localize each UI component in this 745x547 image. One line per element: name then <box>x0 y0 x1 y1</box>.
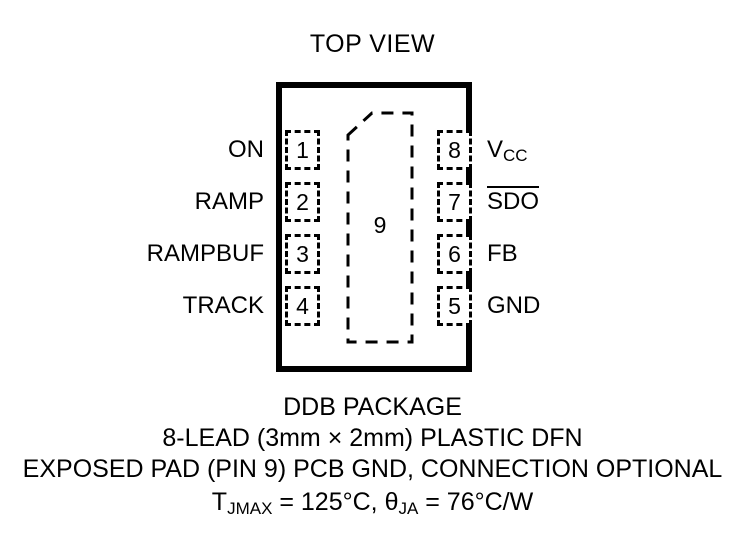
theta-ja-subscript: JA <box>398 499 419 518</box>
tjmax-subscript: JMAX <box>227 499 273 518</box>
caption-lead-count: 8-LEAD (3mm × 2mm) PLASTIC DFN <box>162 424 583 452</box>
pin-pad-8-number: 8 <box>448 137 461 163</box>
pin-pad-7-number: 7 <box>448 189 461 215</box>
pin-pad-5-number: 5 <box>448 293 461 319</box>
pin-pad-4: 4 <box>285 286 320 326</box>
pin-label-fb: FB <box>487 240 518 267</box>
pin-label-ramp: RAMP <box>194 188 264 215</box>
theta-ja-symbol: θ <box>384 488 399 516</box>
pin-label-vcc-base: V <box>487 136 504 163</box>
pin-pad-1: 1 <box>285 130 320 170</box>
pin-pad-2: 2 <box>285 182 320 222</box>
exposed-pad-outline <box>346 111 414 344</box>
pin-pad-7: 7 <box>437 182 472 222</box>
caption-exposed-pad-note: EXPOSED PAD (PIN 9) PCB GND, CONNECTION … <box>22 455 723 483</box>
pin-pad-1-number: 1 <box>296 137 309 163</box>
pin-label-track: TRACK <box>182 292 264 319</box>
page-title: TOP VIEW <box>309 30 436 58</box>
pin-pad-2-number: 2 <box>296 189 309 215</box>
exposed-pad-number: 9 <box>373 212 387 238</box>
pin-pad-8: 8 <box>437 130 472 170</box>
pin-pad-5: 5 <box>437 286 472 326</box>
pin-pad-3: 3 <box>285 234 320 274</box>
caption-thermal-spec: TJMAX = 125°C, θJA = 76°C/W <box>0 485 745 522</box>
pin-pad-3-number: 3 <box>296 241 309 267</box>
pin-pad-6-number: 6 <box>448 241 461 267</box>
pin-pad-6: 6 <box>437 234 472 274</box>
pin-label-rampbuf: RAMPBUF <box>146 240 264 267</box>
pin-label-sdo: SDO <box>487 182 540 222</box>
pin-label-gnd: GND <box>487 292 541 319</box>
pin-label-sdo-base: SDO <box>487 186 540 215</box>
pin-label-vcc: VCC <box>487 130 528 172</box>
theta-ja-value: = 76°C/W <box>418 488 534 516</box>
caption-package-name: DDB PACKAGE <box>283 393 462 421</box>
pin-label-vcc-subscript: CC <box>503 146 528 165</box>
pin-pad-4-number: 4 <box>296 293 309 319</box>
package-caption: DDB PACKAGE 8-LEAD (3mm × 2mm) PLASTIC D… <box>0 392 745 522</box>
tjmax-symbol: T <box>211 488 228 516</box>
pin-label-on: ON <box>228 136 264 163</box>
tjmax-value: = 125°C, <box>272 488 385 516</box>
